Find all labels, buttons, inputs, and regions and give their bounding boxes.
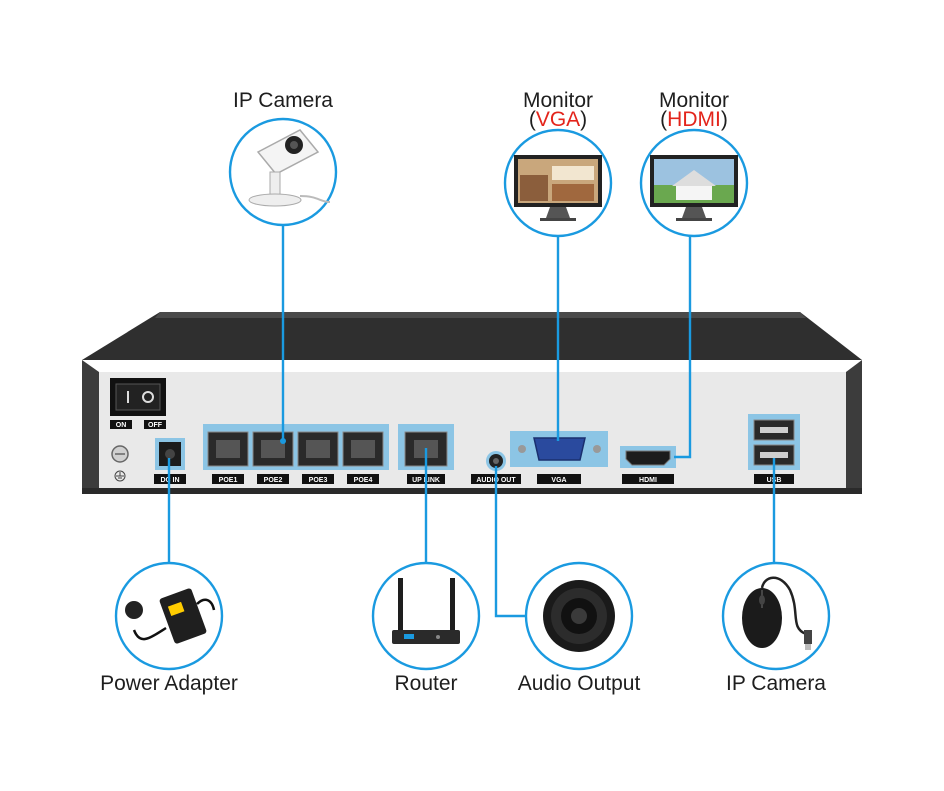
hdmi-port[interactable]: HDMI [620, 446, 676, 484]
wire-monitor-hdmi [674, 236, 692, 459]
poe3-port[interactable] [297, 431, 339, 467]
chassis-left-side [82, 360, 99, 492]
vga-screw-left [518, 445, 526, 453]
poe4-tag [347, 474, 379, 484]
power-adapter-label: Power Adapter [100, 672, 238, 695]
switch-on-label: ON [116, 422, 127, 429]
poe1-port[interactable] [207, 431, 249, 467]
poe3-label: POE3 [309, 477, 328, 484]
dc-in-hole [165, 449, 175, 459]
connection-lines [167, 226, 776, 618]
usb-tongue-bottom [760, 452, 788, 458]
monitor-hdmi-title: Monitor [659, 89, 729, 112]
bullet-camera-icon [248, 129, 331, 207]
wire-end-poe [280, 438, 286, 444]
poe4-port[interactable] [342, 431, 384, 467]
switch-off-label: OFF [148, 422, 163, 429]
vga-tag [537, 474, 581, 484]
monitor-vga-paren-open: ( [529, 108, 536, 131]
monitor-hdmi-interface: HDMI [667, 108, 721, 131]
ip-camera-top-node: IP Camera [228, 89, 338, 227]
poe2-port[interactable] [252, 431, 294, 467]
monitor-hdmi-node: Monitor (HDMI) [639, 89, 749, 238]
poe2-label: POE2 [264, 477, 283, 484]
vga-label: VGA [551, 477, 566, 484]
poe-ports: POE1 POE2 POE3 POE4 [203, 424, 389, 484]
monitor-hdmi-subtitle: (HDMI) [660, 108, 728, 131]
power-switch-off-mark [142, 391, 154, 403]
hdmi-label: HDMI [639, 477, 657, 484]
vga-port[interactable]: VGA [510, 431, 608, 484]
usb-tongue-top [760, 427, 788, 433]
switch-on-tag [110, 420, 132, 429]
router-node: Router [371, 561, 481, 695]
router-icon [392, 578, 460, 644]
ground-icon [114, 470, 126, 482]
chassis-top [82, 312, 862, 360]
poe1-tag [212, 474, 244, 484]
poe4-label: POE4 [354, 477, 373, 484]
router-label: Router [394, 672, 457, 695]
vga-socket [533, 437, 586, 461]
monitor-vga-title: Monitor [523, 89, 593, 112]
poe1-label: POE1 [219, 477, 238, 484]
chassis-right-side [846, 360, 862, 492]
ip-camera-top-label: IP Camera [233, 89, 333, 112]
monitor-hdmi-paren-open: ( [660, 108, 667, 131]
hdmi-tag [622, 474, 674, 484]
power-adapter-node: Power Adapter [100, 561, 238, 695]
chassis-bottom-edge [82, 488, 862, 494]
hdmi-socket [625, 450, 671, 466]
hdmi-monitor-icon [650, 155, 738, 221]
monitor-hdmi-paren-close: ) [721, 108, 728, 131]
ip-camera-top-ring [228, 117, 338, 227]
audio-output-label: Audio Output [518, 672, 641, 695]
router-ring [371, 561, 481, 671]
vga-screw-right [593, 445, 601, 453]
monitor-vga-subtitle: (VGA) [529, 108, 587, 131]
switch-off-tag [144, 420, 166, 429]
audio-out-hole [493, 458, 499, 464]
power-adapter-icon [125, 588, 216, 644]
ground-screw [111, 445, 129, 482]
nvr-device [82, 312, 862, 494]
audio-output-node: Audio Output [518, 561, 641, 695]
wire-audio-output [494, 466, 528, 618]
monitor-vga-node: Monitor (VGA) [503, 89, 613, 238]
mouse-icon [742, 576, 812, 650]
vga-monitor-icon [514, 155, 602, 221]
chassis-top-edge [155, 312, 806, 318]
monitor-vga-interface: VGA [536, 108, 580, 131]
ip-camera-bottom-node: IP Camera [721, 561, 831, 695]
ip-camera-bottom-label: IP Camera [726, 672, 826, 695]
monitor-vga-paren-close: ) [580, 108, 587, 131]
poe2-tag [257, 474, 289, 484]
poe3-tag [302, 474, 334, 484]
power-switch[interactable]: ON OFF [110, 378, 166, 429]
speaker-icon [543, 580, 615, 652]
